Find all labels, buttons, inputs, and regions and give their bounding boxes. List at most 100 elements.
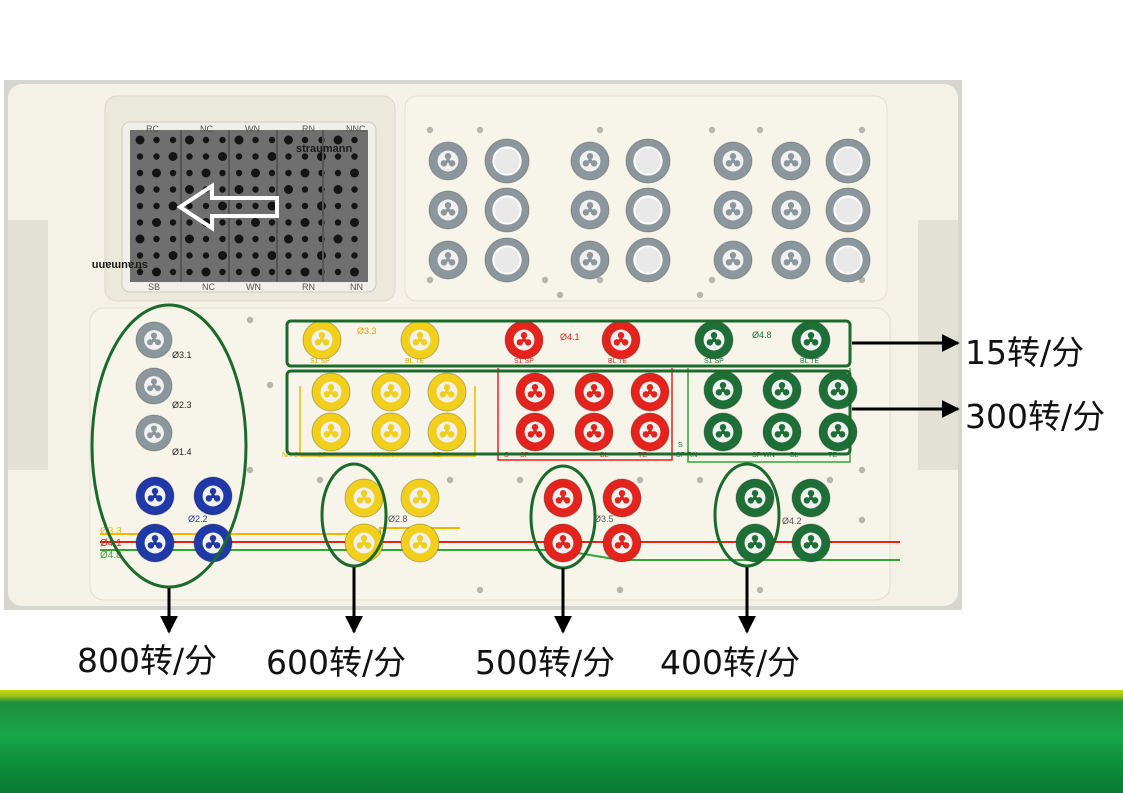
- cassette-hole: [284, 135, 293, 145]
- small-label: S1 SP: [514, 358, 534, 365]
- label-d23: Ø2.3: [172, 400, 192, 410]
- outline-800rpm: [90, 303, 248, 589]
- drill-disc: [570, 190, 610, 230]
- cassette-hole: [219, 169, 226, 177]
- cassette-hole: [186, 268, 193, 276]
- drill-ring-disc: [625, 138, 671, 184]
- tray-peg: [556, 291, 564, 299]
- cassette-hole: [235, 252, 243, 259]
- tray-peg: [476, 586, 484, 594]
- tray-peg: [446, 476, 454, 484]
- drill-disc: [302, 320, 342, 360]
- footer-band: [0, 690, 1123, 793]
- drill-disc: [713, 240, 753, 280]
- cassette-bottom-label: NC: [202, 282, 215, 292]
- cassette-hole: [251, 267, 260, 277]
- drill-disc: [601, 320, 641, 360]
- tray-peg: [858, 516, 866, 524]
- outline-15rpm-row: [285, 319, 852, 368]
- cassette-hole: [301, 252, 309, 259]
- tray-peg: [696, 476, 704, 484]
- cassette-hole: [333, 135, 343, 145]
- cassette-hole: [301, 136, 309, 144]
- cassette-hole: [153, 136, 160, 144]
- cassette-hole: [285, 169, 292, 177]
- cassette-hole: [186, 202, 193, 210]
- drill-disc: [713, 190, 753, 230]
- label-d31: Ø3.1: [172, 350, 192, 360]
- left-arrow-icon: [176, 182, 279, 232]
- cassette-hole: [218, 251, 227, 260]
- tray-peg: [596, 276, 604, 284]
- drill-ring-disc: [825, 138, 871, 184]
- cassette-hole: [153, 153, 160, 160]
- drill-disc: [543, 478, 583, 518]
- drill-disc: [762, 370, 802, 410]
- cassette-hole: [350, 267, 359, 277]
- small-label: S: [678, 442, 683, 449]
- cassette-hole: [136, 268, 144, 276]
- cassette-hole: [351, 235, 358, 243]
- drill-disc: [193, 476, 233, 516]
- drill-disc: [400, 478, 440, 518]
- cassette-hole: [152, 267, 161, 277]
- drill-ring-disc: [625, 187, 671, 233]
- tray-peg: [596, 126, 604, 134]
- cassette-hole: [219, 219, 226, 226]
- cassette-top-label: WN: [245, 124, 260, 134]
- small-label: BL TE: [800, 358, 819, 365]
- left-edge-label-48: Ø4.8: [100, 550, 122, 561]
- drill-ring-disc: [825, 237, 871, 283]
- cassette-hole: [350, 218, 359, 227]
- drill-disc: [735, 478, 775, 518]
- cassette-hole: [300, 218, 310, 227]
- cassette-hole: [334, 252, 342, 259]
- cassette-hole: [268, 186, 276, 193]
- cassette-hole: [300, 267, 310, 277]
- tray-peg: [426, 276, 434, 284]
- drill-disc: [135, 523, 175, 563]
- drill-disc: [400, 523, 440, 563]
- drill-disc: [762, 412, 802, 452]
- tray-peg: [616, 586, 624, 594]
- drill-disc: [135, 414, 173, 452]
- cassette-hole: [234, 234, 244, 244]
- drill-disc: [515, 372, 555, 412]
- cassette-hole: [136, 202, 144, 210]
- outline-400rpm: [713, 462, 781, 568]
- drill-disc: [428, 141, 468, 181]
- drill-disc: [135, 476, 175, 516]
- drill-discs: [135, 138, 871, 563]
- cassette-hole: [202, 235, 210, 243]
- cassette-hole: [136, 169, 144, 177]
- drill-ring-disc: [625, 237, 671, 283]
- cassette-hole: [334, 268, 342, 276]
- diameter-labels: Ø3.1 Ø2.3 Ø1.4 Ø2.2 Ø3.3 Ø4.1 Ø4.8 Ø2.8 …: [100, 326, 802, 561]
- label-600rpm: 600转/分: [266, 643, 407, 682]
- cassette-hole: [234, 135, 244, 145]
- cassette-hole: [168, 251, 178, 260]
- cassette-hole: [235, 153, 243, 160]
- label-d35: Ø3.5: [594, 514, 614, 524]
- cassette-hole: [268, 219, 276, 226]
- cassette-hole: [186, 252, 193, 259]
- cassette-hole: [285, 219, 292, 226]
- instrument-cassette: straumann straumann RC NC WN RN NNC SB N…: [91, 121, 377, 293]
- small-label: S1 SP: [704, 358, 724, 365]
- drill-disc: [344, 523, 384, 563]
- drill-disc: [515, 412, 555, 452]
- cassette-hole: [152, 168, 161, 178]
- left-edge-label-41: Ø4.1: [100, 538, 122, 549]
- cassette-hole: [285, 268, 292, 276]
- cassette-top-label: RC: [146, 124, 159, 134]
- cassette-hole: [202, 252, 210, 259]
- drill-disc: [818, 412, 858, 452]
- cassette-hole: [152, 218, 161, 227]
- drill-disc: [771, 141, 811, 181]
- cassette-hole: [351, 202, 358, 210]
- cassette-hole: [268, 268, 276, 276]
- tray-peg: [708, 126, 716, 134]
- drill-disc: [574, 372, 614, 412]
- cassette-hole: [301, 153, 309, 160]
- tray-peg: [476, 126, 484, 134]
